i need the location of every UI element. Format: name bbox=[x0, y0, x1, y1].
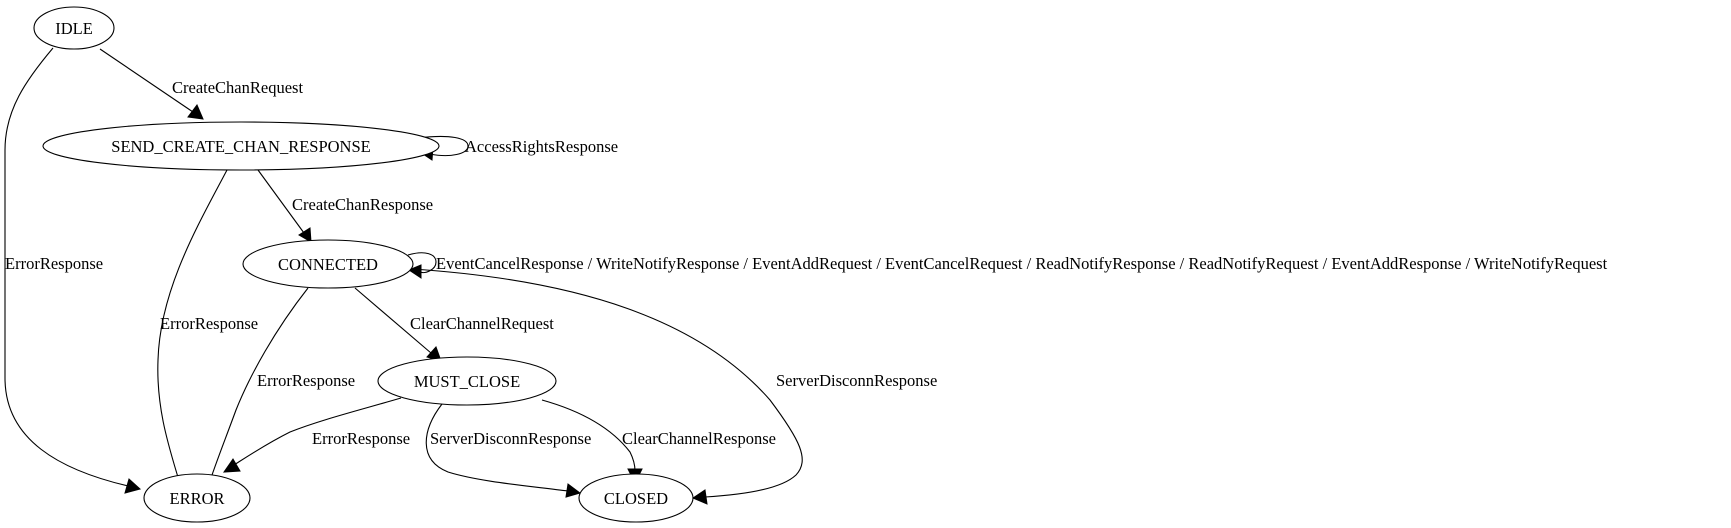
edge-label-error-response-connected: ErrorResponse bbox=[257, 371, 355, 390]
edge-send-to-error: ErrorResponse bbox=[157, 169, 258, 498]
edge-label-error-response-idle: ErrorResponse bbox=[5, 254, 103, 273]
edge-label-error-response-must-close: ErrorResponse bbox=[312, 429, 410, 448]
edge-label-clear-channel-response: ClearChannelResponse bbox=[622, 429, 776, 448]
edge-label-create-chan-response: CreateChanResponse bbox=[292, 195, 433, 214]
edge-label-clear-channel-request: ClearChannelRequest bbox=[410, 314, 554, 333]
edge-connected-to-must-close: ClearChannelRequest bbox=[354, 287, 554, 362]
node-error: ERROR bbox=[143, 473, 251, 523]
node-must-close: MUST_CLOSE bbox=[377, 356, 557, 406]
edge-label-error-response-send: ErrorResponse bbox=[160, 314, 258, 333]
node-send-create-chan-response-label: SEND_CREATE_CHAN_RESPONSE bbox=[111, 137, 370, 156]
node-closed-label: CLOSED bbox=[604, 489, 668, 508]
node-send-create-chan-response: SEND_CREATE_CHAN_RESPONSE bbox=[42, 121, 440, 171]
edge-label-create-chan-request: CreateChanRequest bbox=[172, 78, 303, 97]
edge-idle-to-send-create-chan-response: CreateChanRequest bbox=[99, 48, 303, 120]
edge-label-access-rights-response: AccessRightsResponse bbox=[465, 137, 618, 156]
edge-idle-to-error: ErrorResponse bbox=[4, 47, 142, 494]
node-error-label: ERROR bbox=[169, 489, 224, 508]
edge-must-close-to-error: ErrorResponse bbox=[223, 397, 410, 473]
edge-send-to-connected: CreateChanResponse bbox=[257, 169, 433, 243]
edge-connected-to-closed: ServerDisconnResponse bbox=[411, 268, 937, 505]
edge-connected-self-loop: EventCancelResponse / WriteNotifyRespons… bbox=[407, 252, 1608, 279]
edge-send-self-loop: AccessRightsResponse bbox=[417, 135, 618, 161]
edge-label-server-disconn-response-must-close: ServerDisconnResponse bbox=[430, 429, 591, 448]
node-idle: IDLE bbox=[33, 6, 115, 50]
node-closed: CLOSED bbox=[578, 473, 694, 523]
node-connected: CONNECTED bbox=[242, 239, 414, 289]
edge-must-close-to-closed-disconn: ServerDisconnResponse bbox=[425, 403, 591, 498]
node-idle-label: IDLE bbox=[55, 19, 93, 38]
node-connected-label: CONNECTED bbox=[278, 255, 378, 274]
edge-label-server-disconn-response-connected: ServerDisconnResponse bbox=[776, 371, 937, 390]
edge-label-connected-events: EventCancelResponse / WriteNotifyRespons… bbox=[436, 254, 1608, 273]
node-must-close-label: MUST_CLOSE bbox=[414, 372, 520, 391]
